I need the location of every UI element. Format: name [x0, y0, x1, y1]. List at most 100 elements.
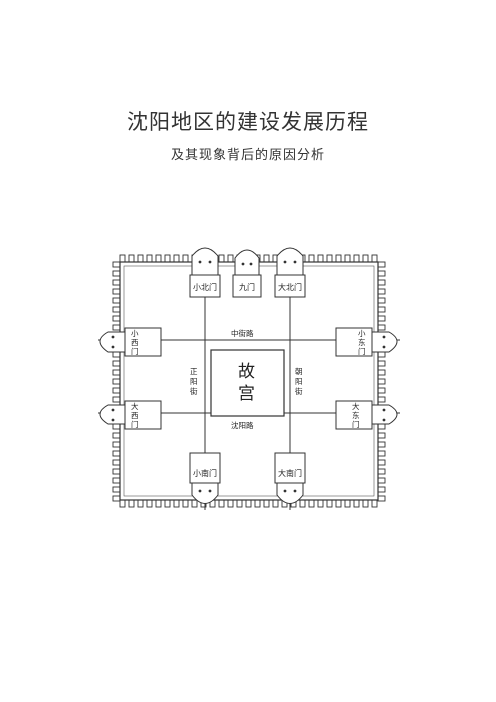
battlement-merlon	[377, 477, 386, 484]
battlement-merlon	[173, 254, 180, 263]
gate-east-big: 大 东 门	[335, 400, 398, 430]
street-label-zhengyang-char-3: 街	[190, 386, 198, 396]
battlement-merlon	[137, 254, 144, 263]
battlement-merlon	[377, 450, 386, 457]
battlement-merlon	[112, 432, 121, 439]
battlement-merlon	[317, 254, 324, 263]
battlement-merlon	[112, 297, 121, 304]
street-label-shenyang-text: 沈阳路	[231, 420, 254, 430]
gate-east-big-char-2: 东	[352, 410, 360, 420]
battlement-merlon	[353, 254, 360, 263]
gate-east-big-char-3: 门	[352, 420, 360, 429]
battlement-merlon	[112, 495, 121, 502]
battlement-merlon	[112, 387, 121, 394]
battlement-merlon	[254, 499, 261, 508]
battlement-merlon	[377, 378, 386, 385]
palace-label-char-1: 故	[238, 362, 255, 382]
battlement-merlon	[112, 396, 121, 403]
gate-north-small: 小北门	[189, 247, 221, 298]
battlement-merlon	[112, 324, 121, 331]
gate-north-big-label: 大北门	[278, 282, 302, 292]
battlement-merlon	[299, 499, 306, 508]
battlement-merlon	[112, 315, 121, 322]
battlement-merlon	[137, 499, 144, 508]
battlement-merlon	[119, 499, 126, 508]
battlement-merlon	[377, 279, 386, 286]
battlement-merlon	[377, 261, 386, 268]
gate-east-small: 小 东 门	[335, 327, 398, 357]
palace	[210, 349, 285, 417]
gate-south-big: 大南门	[274, 452, 306, 504]
battlement-merlon	[377, 369, 386, 376]
gate-north-nine-label: 九门	[239, 282, 255, 292]
battlement-merlon	[112, 468, 121, 475]
battlement-merlon	[317, 499, 324, 508]
gate-south-small: 小南门	[189, 452, 221, 504]
battlement-merlon	[245, 499, 252, 508]
street-label-zhengyang-char-2: 阳	[190, 377, 198, 386]
battlement-merlon	[227, 254, 234, 263]
street-label-chaoyang-char-1: 朝	[295, 367, 303, 376]
battlement-merlon	[182, 499, 189, 508]
gate-west-big-char-2: 西	[131, 411, 139, 420]
battlement-merlon	[155, 499, 162, 508]
battlement-merlon	[128, 499, 135, 508]
battlement-merlon	[112, 477, 121, 484]
street-label-zhengyang-char-1: 正	[190, 367, 198, 376]
gate-south-small-label: 小南门	[193, 468, 217, 478]
gate-west-small-char-2: 西	[131, 338, 139, 347]
battlement-merlon	[362, 254, 369, 263]
battlement-merlon	[164, 254, 171, 263]
gate-east-small-char-1: 小	[358, 329, 366, 338]
battlement-merlon	[112, 306, 121, 313]
gate-west-big-char-1: 大	[131, 401, 139, 411]
gate-west-small-char-3: 门	[131, 347, 139, 356]
gate-north-big: 大北门	[274, 247, 306, 298]
battlement-merlon	[377, 297, 386, 304]
battlement-merlon	[377, 459, 386, 466]
gate-south-big-label: 大南门	[278, 468, 302, 478]
battlement-merlon	[112, 378, 121, 385]
battlement-merlon	[173, 499, 180, 508]
battlement-merlon	[182, 254, 189, 263]
street-label-zhongjie-text: 中街路	[231, 328, 254, 338]
battlement-merlon	[377, 288, 386, 295]
battlement-merlon	[377, 495, 386, 502]
battlement-merlon	[112, 459, 121, 466]
battlement-merlon	[371, 499, 378, 508]
battlement-merlon	[353, 499, 360, 508]
battlement-merlon	[263, 499, 270, 508]
battlement-merlon	[227, 499, 234, 508]
street-label-chaoyang-char-3: 街	[295, 386, 303, 396]
battlement-merlon	[112, 270, 121, 277]
battlement-merlon	[146, 499, 153, 508]
street-label-chaoyang-char-2: 阳	[295, 377, 303, 386]
battlement-merlon	[119, 254, 126, 263]
battlement-merlon	[112, 279, 121, 286]
battlement-merlon	[377, 360, 386, 367]
battlement-merlon	[112, 441, 121, 448]
battlement-merlon	[112, 486, 121, 493]
battlement-merlon	[164, 499, 171, 508]
battlement-merlon	[272, 499, 279, 508]
gate-west-small: 小 西 门	[99, 327, 162, 357]
battlement-merlon	[236, 499, 243, 508]
battlement-merlon	[377, 324, 386, 331]
gate-west-small-char-1: 小	[131, 329, 139, 338]
battlement-merlon	[112, 360, 121, 367]
battlement-merlon	[362, 499, 369, 508]
battlement-merlon	[326, 254, 333, 263]
battlement-merlon	[218, 254, 225, 263]
battlement-merlon	[377, 432, 386, 439]
battlement-merlon	[335, 254, 342, 263]
battlement-merlon	[377, 441, 386, 448]
gate-east-small-char-3: 门	[358, 347, 366, 356]
battlement-merlon	[377, 423, 386, 430]
battlement-merlon	[218, 499, 225, 508]
battlement-merlon	[377, 468, 386, 475]
gate-east-small-char-2: 东	[358, 337, 366, 347]
gate-west-big-char-3: 门	[131, 420, 139, 429]
battlement-merlon	[146, 254, 153, 263]
battlement-merlon	[112, 288, 121, 295]
